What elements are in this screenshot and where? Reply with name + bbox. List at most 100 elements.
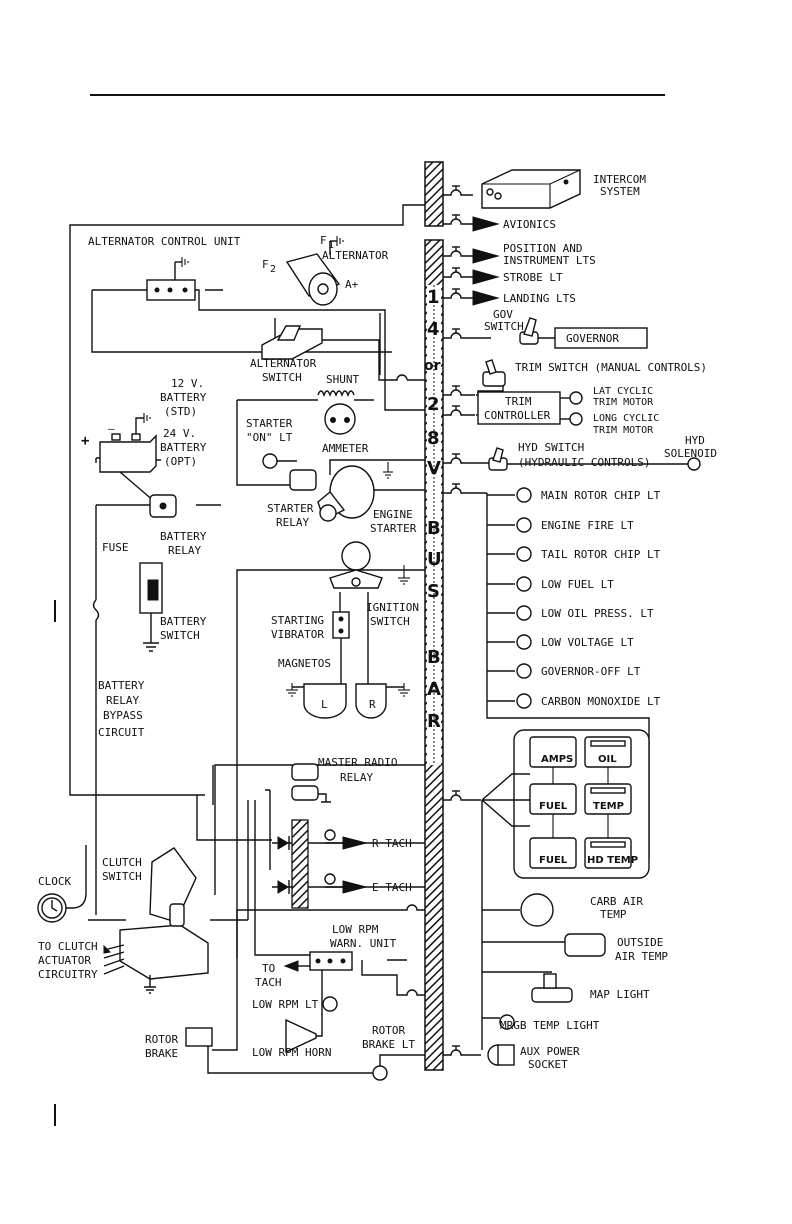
position-lts-arrow [472, 248, 500, 264]
clutch-arrows [103, 944, 125, 975]
map-light-icon [531, 973, 573, 1003]
bus-letter: A [427, 679, 441, 700]
gov-switch-label: GOV [493, 308, 513, 321]
gauges: AMPS OIL FUEL TEMP FUEL HD TEMP [529, 736, 638, 869]
bypass-label: CIRCUIT [98, 726, 145, 739]
landing-lts-label: LANDING LTS [503, 292, 576, 305]
ignition-switch-label: SWITCH [370, 615, 410, 628]
aux-power-label: AUX POWER [520, 1045, 580, 1058]
rotor-brake-lt-label: ROTOR [372, 1024, 405, 1037]
long-cyclic-label: LONG CYCLIC [593, 413, 659, 424]
position-lts-label: POSITION AND [503, 242, 582, 255]
intercom-label: SYSTEM [600, 185, 640, 198]
alternator-icon [285, 240, 341, 306]
magneto-l [303, 683, 347, 719]
warning-light: LOW OIL PRESS. LT [487, 605, 654, 621]
r-tach-arrow [342, 836, 368, 850]
rotor-brake-lt-icon [372, 1065, 388, 1081]
battery-relay-label: BATTERY [160, 530, 207, 543]
governor-box [554, 327, 648, 349]
clutch-switch-icon [119, 847, 209, 994]
magneto-l-label: L [321, 698, 328, 711]
battery-12v-label: (STD) [164, 405, 197, 418]
bus-letter: 4 [427, 319, 440, 340]
trim-switch-icon [482, 359, 506, 387]
intercom-label: INTERCOM [593, 173, 646, 186]
battery-relay-icon [149, 494, 177, 518]
low-rpm-horn-icon [285, 1018, 317, 1054]
gov-switch-label: SWITCH [484, 320, 524, 333]
low-rpm-warn-label: LOW RPM [332, 923, 379, 936]
warning-light: TAIL ROTOR CHIP LT [487, 546, 661, 562]
fuse-label: FUSE [102, 541, 129, 554]
lat-cyclic-label: TRIM MOTOR [593, 397, 654, 408]
ground-icon [398, 683, 410, 697]
a-plus-label: A+ [345, 278, 359, 291]
carb-air-temp-label: CARB AIR [590, 895, 643, 908]
engine-starter-label: ENGINE [373, 508, 413, 521]
bypass-label: RELAY [106, 694, 139, 707]
to-tach-label: TO [262, 962, 275, 975]
starter-relay-label: STARTER [267, 502, 314, 515]
warning-light: MAIN ROTOR CHIP LT [487, 487, 661, 503]
lat-cyclic-label: LAT CYCLIC [593, 386, 653, 397]
battery-icon [99, 417, 157, 473]
to-clutch-label: CIRCUITRY [38, 968, 98, 981]
clutch-switch-label: CLUTCH [102, 856, 142, 869]
aux-power-label: SOCKET [528, 1058, 568, 1071]
bypass-label: BYPASS [103, 709, 143, 722]
warning-light: LOW FUEL LT [487, 576, 614, 592]
carb-air-temp-label: TEMP [600, 908, 627, 921]
ground-icon [398, 565, 410, 585]
position-lts-label: INSTRUMENT LTS [503, 254, 596, 267]
battery-12v-label: 12 V. [171, 377, 204, 390]
warning-light: CARBON MONOXIDE LT [487, 693, 661, 709]
warning-lights: MAIN ROTOR CHIP LT ENGINE FIRE LT TAIL R… [487, 487, 661, 709]
warning-light-label: LOW OIL PRESS. LT [541, 607, 654, 620]
magnetos-label: MAGNETOS [278, 657, 331, 670]
gauge-label: OIL [598, 754, 617, 765]
trim-controller-label: CONTROLLER [484, 409, 551, 422]
warning-light-label: MAIN ROTOR CHIP LT [541, 489, 661, 502]
gauge-label: FUEL [539, 855, 568, 866]
f1-sub: 1 [328, 240, 334, 251]
warning-light-label: LOW VOLTAGE LT [541, 636, 634, 649]
to-tach-label: TACH [255, 976, 282, 989]
governor-label: GOVERNOR [566, 332, 619, 345]
trim-controller-label: TRIM [505, 395, 532, 408]
rotor-brake-box [185, 1027, 213, 1047]
clutch-switch-label: SWITCH [102, 870, 142, 883]
ammeter-label: AMMETER [322, 442, 369, 455]
alternator-switch-icon [261, 325, 323, 360]
f1-label: F [320, 234, 327, 247]
r-tach-label: R TACH [372, 837, 412, 850]
outside-air-temp-label: AIR TEMP [615, 950, 668, 963]
alternator-label: ALTERNATOR [322, 249, 389, 262]
hyd-solenoid-label: HYD [685, 434, 705, 447]
strobe-lt-label: STROBE LT [503, 271, 563, 284]
hyd-solenoid-label: SOLENOID [664, 447, 717, 460]
bus-letter: B [427, 647, 441, 668]
ground-icon [383, 462, 393, 479]
gauge-label: HD TEMP [587, 855, 638, 866]
map-light-label: MAP LIGHT [590, 988, 650, 1001]
battery-minus-label: — [108, 422, 115, 435]
battery-switch-icon [139, 562, 163, 652]
hyd-toggle-icon [488, 447, 508, 471]
alternator-control-unit-label: ALTERNATOR CONTROL UNIT [88, 235, 241, 248]
long-cyclic-label: TRIM MOTOR [593, 425, 654, 436]
low-rpm-warn-label: WARN. UNIT [330, 937, 397, 950]
e-tach-arrow [342, 880, 368, 894]
rotor-brake-label: BRAKE [145, 1047, 178, 1060]
ground-icon [143, 413, 151, 423]
bus-letter: V [427, 458, 441, 479]
rotor-brake-label: ROTOR [145, 1033, 178, 1046]
ignition-switch-label: IGNITION [366, 601, 419, 614]
gauge-label: FUEL [539, 801, 568, 812]
trim-controller-box [477, 391, 561, 425]
battery-relay-label: RELAY [168, 544, 201, 557]
bus-letter: 1 [427, 287, 440, 308]
starter-on-lt-icon [262, 453, 278, 469]
shunt-icon [317, 390, 355, 397]
